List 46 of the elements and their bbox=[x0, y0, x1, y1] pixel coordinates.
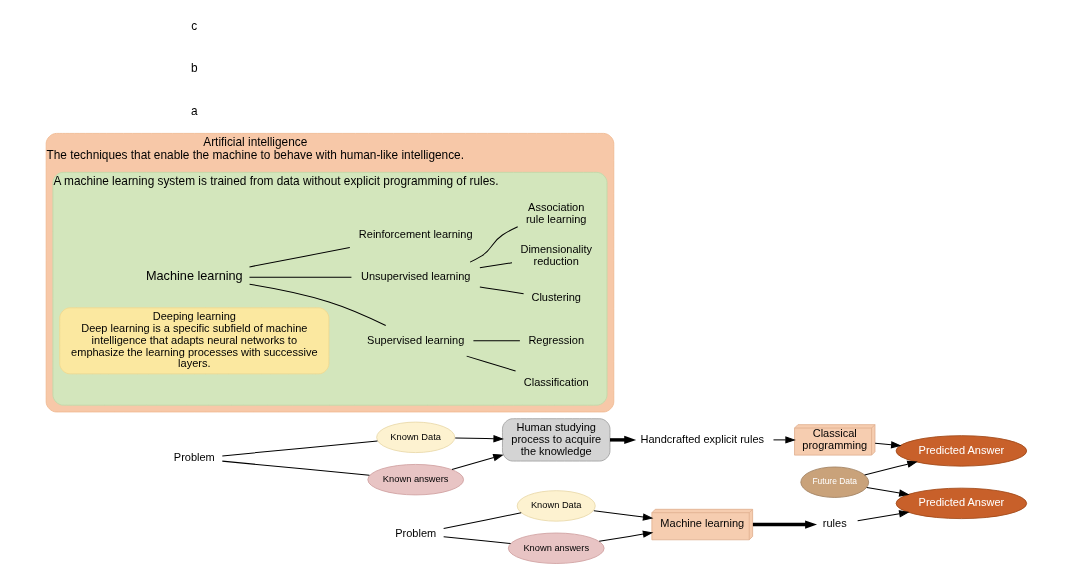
connector bbox=[248, 276, 352, 278]
connector bbox=[248, 247, 350, 268]
connector bbox=[469, 226, 518, 263]
node-box: Deeping learning Deep learning is a specific subfield of machine intelligence that adapts neural networks to emphasize the learning processes with successive layers. bbox=[58, 307, 329, 375]
connector bbox=[465, 355, 516, 372]
label: b bbox=[190, 61, 198, 76]
node-ellipse: Known Data bbox=[516, 490, 596, 522]
arrow bbox=[863, 460, 918, 476]
node-text: Dimensionality reduction bbox=[519, 243, 592, 267]
connector bbox=[472, 340, 520, 342]
node-text: Handcrafted explicit rules bbox=[640, 432, 764, 445]
connector bbox=[478, 262, 512, 269]
node-text: Unsupervised learning bbox=[360, 270, 470, 283]
node-text: Machine learning bbox=[145, 269, 243, 284]
node-text: Classification bbox=[523, 376, 589, 389]
connector bbox=[221, 460, 370, 476]
node-ellipse: Future Data bbox=[799, 466, 869, 498]
arrow bbox=[450, 454, 504, 471]
node-ellipse: Known answers bbox=[507, 532, 605, 564]
arrow bbox=[856, 510, 910, 522]
node-text: Association rule learning bbox=[525, 200, 586, 225]
arrow bbox=[865, 487, 910, 497]
arrow bbox=[592, 510, 653, 521]
arrow bbox=[609, 435, 636, 445]
node-ellipse: Known answers bbox=[366, 464, 464, 496]
label: c bbox=[190, 18, 197, 33]
node-text: Reinforcement learning bbox=[358, 227, 473, 240]
arrow bbox=[598, 530, 653, 542]
arrow bbox=[772, 436, 796, 444]
node-text: Supervised learning bbox=[366, 333, 464, 346]
connector bbox=[478, 286, 524, 295]
connector bbox=[248, 283, 386, 326]
node-text: Regression bbox=[527, 333, 584, 346]
node-box: Human studying process to acquire the knowledge bbox=[501, 418, 610, 462]
node-text: rules bbox=[822, 517, 847, 530]
node-text: Problem bbox=[394, 526, 436, 539]
arrow bbox=[874, 441, 902, 449]
connector bbox=[442, 512, 522, 529]
connector bbox=[442, 536, 511, 545]
label: a bbox=[190, 103, 198, 118]
arrow bbox=[752, 520, 817, 529]
connector bbox=[221, 440, 378, 457]
arrow bbox=[454, 435, 504, 443]
node-ellipse: Known Data bbox=[375, 421, 455, 453]
node-text: Clustering bbox=[530, 291, 581, 304]
node-text: Problem bbox=[173, 451, 215, 464]
